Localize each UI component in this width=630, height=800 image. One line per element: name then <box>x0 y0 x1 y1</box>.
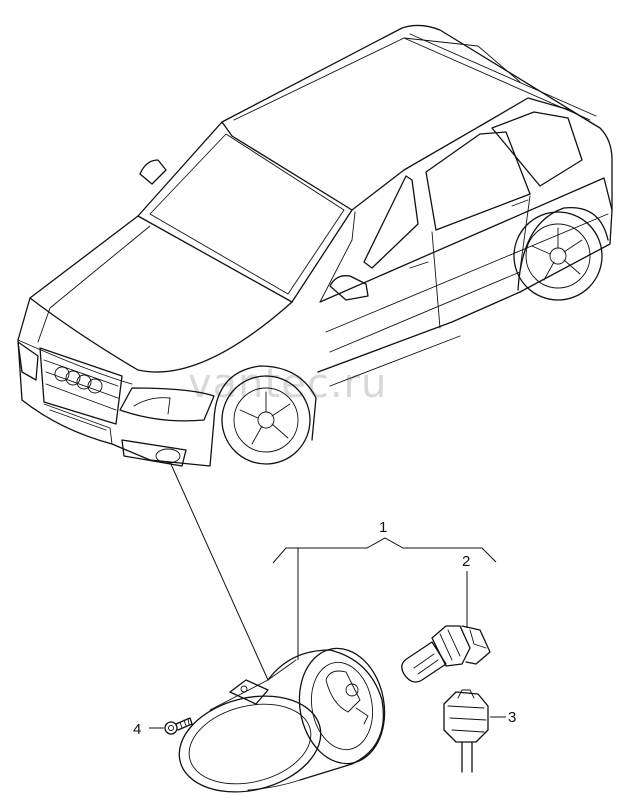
screw <box>164 717 193 735</box>
callout-1-bracket <box>272 537 497 660</box>
callout-4-label: 4 <box>133 721 141 738</box>
fog-light-assembly <box>178 647 386 793</box>
watermark-text: vantec.ru <box>188 361 387 407</box>
leader-line-fog-light <box>169 461 269 681</box>
bulb <box>401 625 491 683</box>
callout-3-label: 3 <box>508 709 516 726</box>
callout-1-label: 1 <box>379 519 387 536</box>
bulb-socket <box>443 689 489 773</box>
callout-2-label: 2 <box>462 553 470 570</box>
car-illustration <box>17 24 613 467</box>
